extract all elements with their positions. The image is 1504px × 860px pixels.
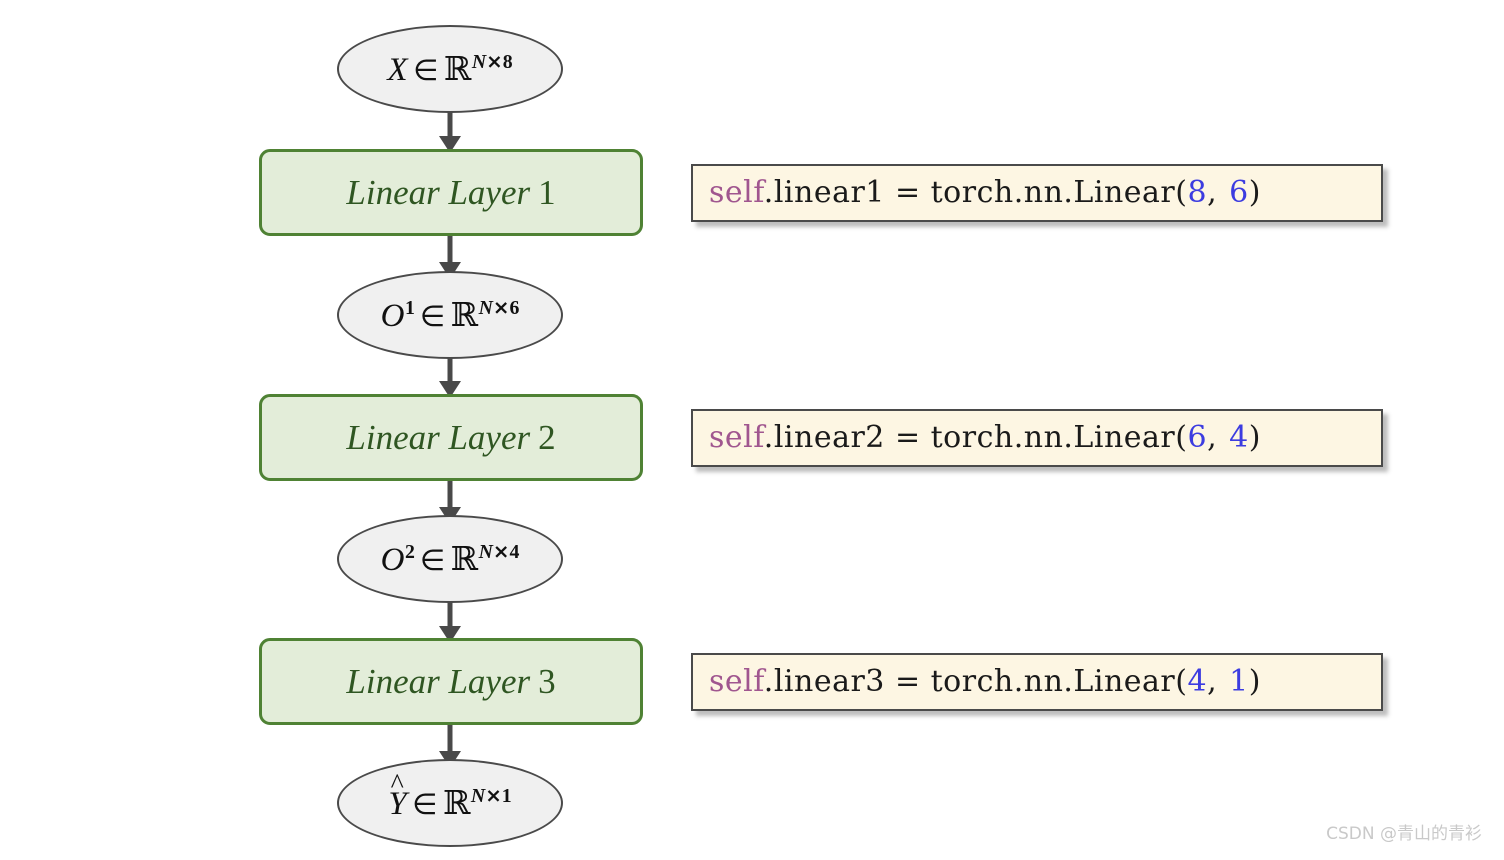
code-box-linear3: self.linear3 = torch.nn.Linear(4, 1): [691, 653, 1383, 711]
code-text-linear3: self.linear3 = torch.nn.Linear(4, 1): [709, 664, 1261, 699]
arrow-shaft: [447, 479, 453, 509]
node-output-tensor-1: O1∈ℝN×6: [337, 271, 563, 359]
arrow-shaft: [447, 234, 453, 264]
arrow-shaft: [447, 108, 453, 138]
node-output-tensor-2: O2∈ℝN×4: [337, 515, 563, 603]
arrow-o1-to-layer2: [436, 353, 464, 398]
code-text-linear1: self.linear1 = torch.nn.Linear(8, 6): [709, 175, 1261, 210]
code-box-linear1: self.linear1 = torch.nn.Linear(8, 6): [691, 164, 1383, 222]
arrow-shaft: [447, 598, 453, 628]
arrow-head: [439, 381, 461, 398]
node-prediction-tensor: Y∈ℝN×1: [337, 759, 563, 847]
output-tensor-2-label: O2∈ℝN×4: [380, 538, 520, 578]
csdn-watermark: CSDN @青山的青衫: [1326, 824, 1482, 844]
prediction-tensor-label: Y∈ℝN×1: [388, 785, 511, 821]
node-input-tensor: X∈ℝN×8: [337, 25, 563, 113]
input-tensor-label: X∈ℝN×8: [387, 48, 513, 88]
arrow-o2-to-layer3: [436, 598, 464, 643]
code-text-linear2: self.linear2 = torch.nn.Linear(6, 4): [709, 420, 1261, 455]
output-tensor-1-label: O1∈ℝN×6: [380, 294, 520, 334]
code-box-linear2: self.linear2 = torch.nn.Linear(6, 4): [691, 409, 1383, 467]
arrow-head: [439, 136, 461, 153]
arrow-input-to-layer1: [436, 108, 464, 153]
arrow-shaft: [447, 353, 453, 383]
arrow-shaft: [447, 723, 453, 753]
